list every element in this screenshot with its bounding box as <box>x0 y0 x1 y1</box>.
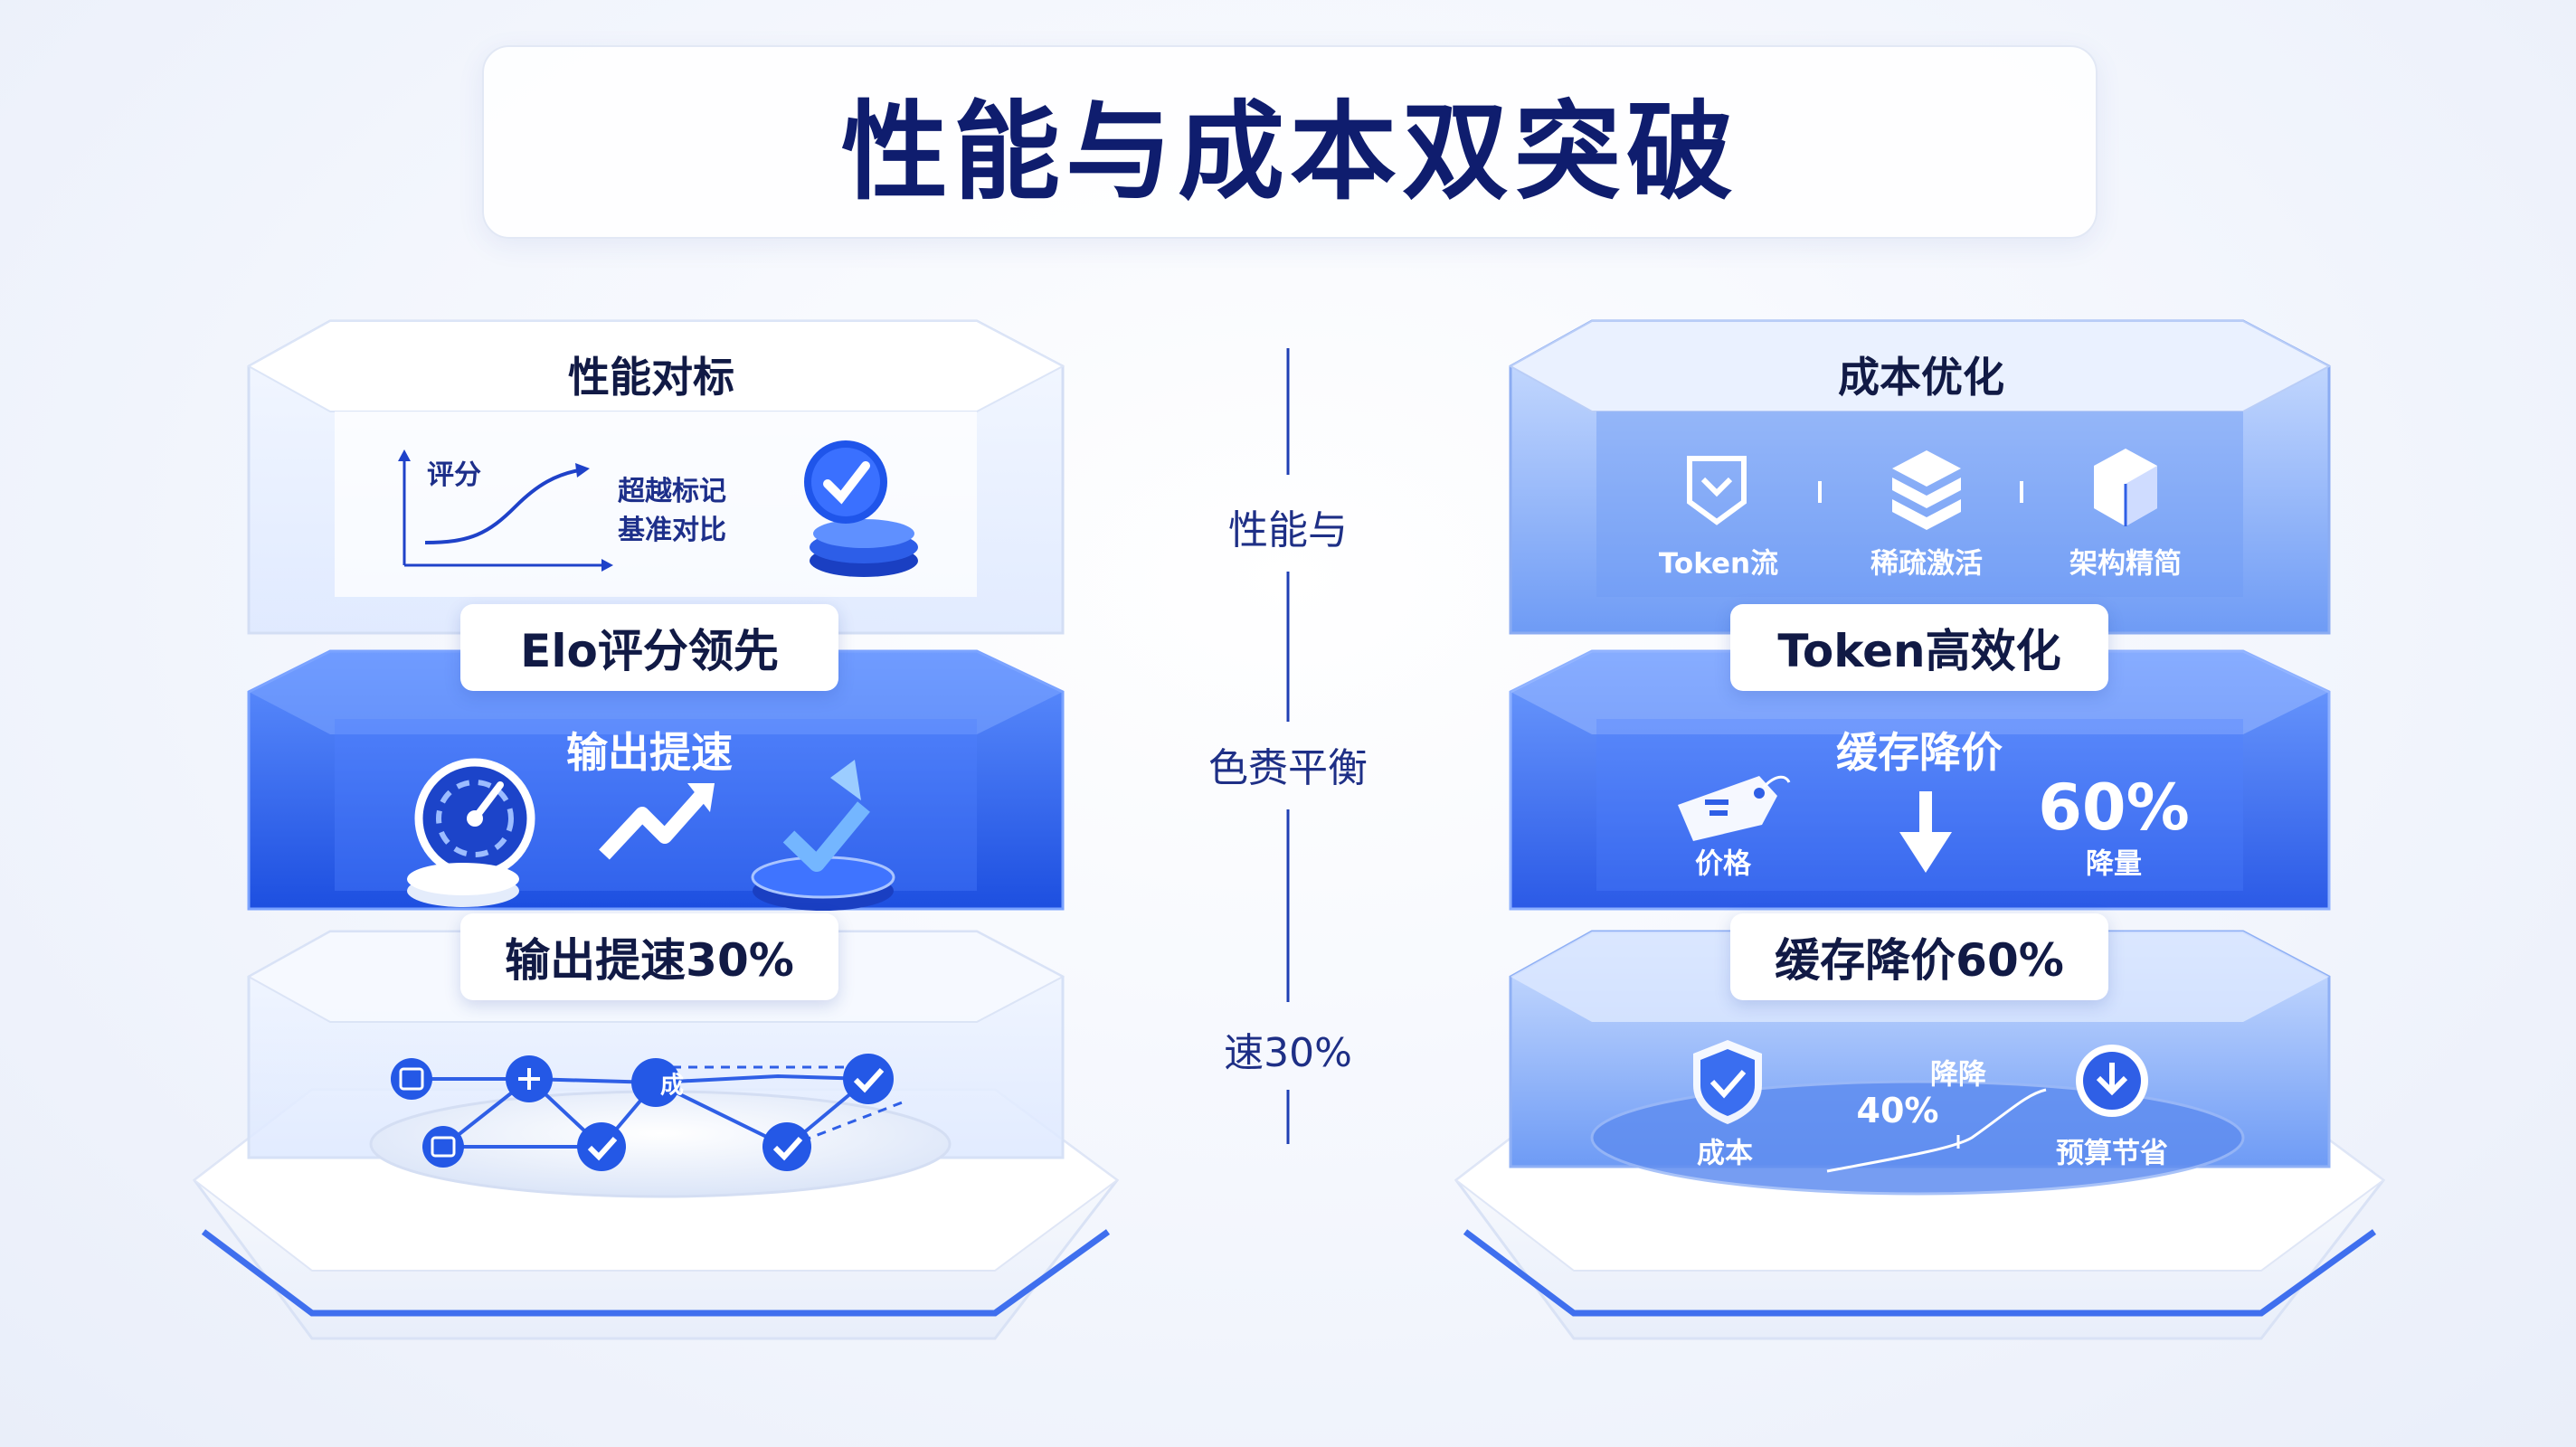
download-icon <box>2076 1045 2148 1117</box>
left-top-heading: 性能对标 <box>568 353 734 402</box>
score-chart <box>398 449 613 572</box>
left-network-nodes <box>391 1054 894 1171</box>
cost-shield-label: 成本 <box>1697 1137 1753 1170</box>
cube-icon <box>1892 450 1961 530</box>
left-mid-heading: 输出提速 <box>566 728 733 777</box>
speedometer-icon <box>414 758 535 879</box>
right-mid-plaque: 缓存降价60% <box>1730 913 2108 1000</box>
curve-title: 降降 <box>1930 1058 1986 1092</box>
box-icon <box>1687 456 1747 525</box>
title-box: 性能与成本双突破 <box>482 45 2098 239</box>
architecture-label: 架构精简 <box>2069 547 2182 581</box>
verified-badge-icon <box>804 440 887 524</box>
right-top-tier <box>1508 319 2332 635</box>
trend-arrow-icon <box>599 790 706 860</box>
chart-note-line2: 基准对比 <box>618 515 726 546</box>
price-tag-icon <box>1678 775 1791 841</box>
center-label-3: 速30% <box>1224 1030 1352 1076</box>
left-top-plaque: Elo评分领先 <box>460 604 838 691</box>
right-top-plaque: Token高效化 <box>1730 604 2108 691</box>
network-node-label: 成 <box>659 1072 685 1100</box>
discount-value: 60% <box>2038 771 2190 845</box>
cube-icon-architecture <box>2094 449 2157 526</box>
token-flow-label: Token流 <box>1658 547 1779 581</box>
left-mid-plaque: 输出提速30% <box>460 913 838 1000</box>
curve-value: 40% <box>1856 1091 1939 1130</box>
budget-saving-label: 预算节省 <box>2056 1137 2168 1170</box>
chart-score-label: 评分 <box>427 459 481 491</box>
check-arrow-icon <box>782 801 870 872</box>
center-label-1: 性能与 <box>1228 507 1348 553</box>
right-top-heading: 成本优化 <box>1838 353 2004 402</box>
shield-icon <box>1693 1040 1762 1124</box>
sparse-activation-label: 稀疏激活 <box>1870 547 1983 581</box>
discount-caption: 降量 <box>2086 847 2142 881</box>
price-tag-label: 价格 <box>1695 847 1751 881</box>
left-top-tier <box>246 319 1065 635</box>
chart-note-line1: 超越标记 <box>618 476 726 507</box>
down-arrow-icon <box>1899 791 1952 873</box>
left-middle-tier <box>247 649 1065 911</box>
center-label-2: 色赉平衡 <box>1208 745 1368 791</box>
right-mid-heading: 缓存降价 <box>1836 728 2003 777</box>
page-title: 性能与成本双突破 <box>840 89 1738 214</box>
right-middle-tier <box>1509 649 2331 911</box>
